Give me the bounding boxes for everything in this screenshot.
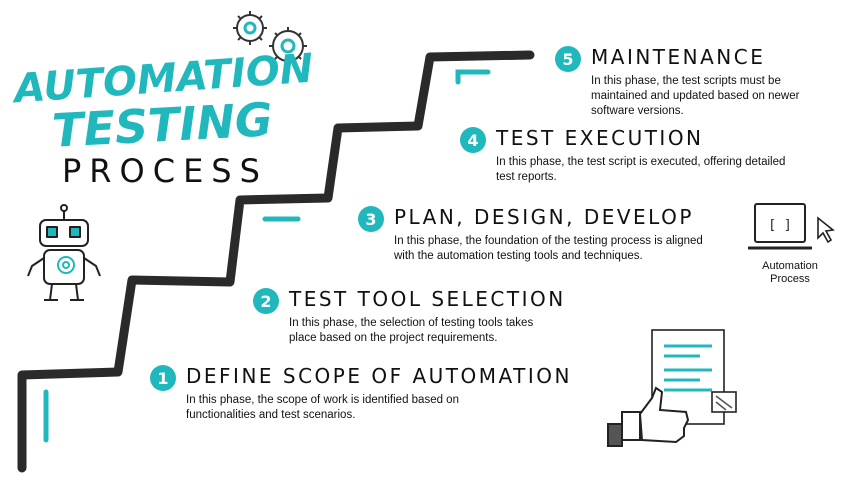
step-number-badge: 4 (460, 127, 486, 153)
step-heading: Plan, Design, Develop (394, 205, 694, 229)
step-description: In this phase, the scope of work is iden… (186, 394, 459, 421)
step-number-badge: 5 (555, 46, 581, 72)
title-line-3: PROCESS (62, 152, 268, 190)
step-number-badge: 1 (150, 365, 176, 391)
laptop-icon: [ ] (748, 203, 812, 250)
step-description: In this phase, the test script is execut… (496, 156, 786, 183)
step-description: In this phase, the foundation of the tes… (394, 235, 703, 262)
step-heading: Test Execution (496, 126, 704, 150)
step-number-badge: 2 (253, 288, 279, 314)
step-number-badge: 3 (358, 206, 384, 232)
step-heading: Define Scope of Automation (186, 364, 572, 388)
svg-text:[ ]: [ ] (768, 218, 791, 233)
step-description: In this phase, the test scripts must be … (591, 75, 800, 117)
gears-icon (233, 11, 307, 65)
step-heading: Test Tool Selection (289, 287, 566, 311)
step-description: In this phase, the selection of testing … (289, 317, 534, 344)
step-heading: Maintenance (591, 45, 766, 69)
automation-process-label: Automation Process (762, 260, 818, 285)
document-icon (651, 329, 737, 425)
title-line-2: TESTING (50, 92, 274, 158)
thumbs-up-icon (607, 386, 690, 447)
step-accent-5 (455, 69, 491, 85)
cursor-icon (817, 216, 835, 244)
robot-icon (27, 204, 101, 301)
staircase (17, 50, 535, 473)
